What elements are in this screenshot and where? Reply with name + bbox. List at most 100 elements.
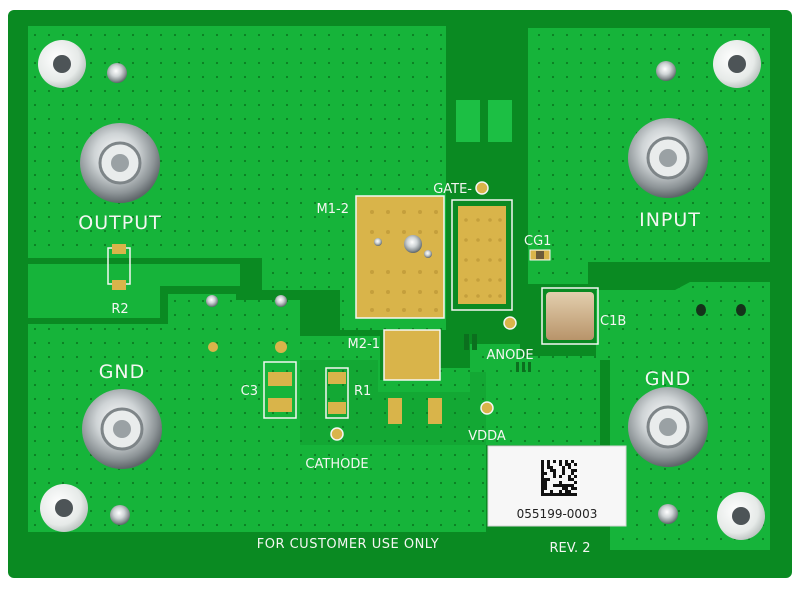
standoff-top-left [38, 40, 86, 88]
label-footer: FOR CUSTOMER USE ONLY [257, 537, 440, 552]
cg1-capacitor [529, 249, 551, 261]
datamatrix-cell [544, 472, 547, 475]
label-vdda: VDDA [468, 429, 506, 444]
m2-lower-pads [388, 398, 442, 424]
datamatrix-cell [568, 475, 571, 478]
gate-feed-split [480, 100, 488, 142]
datamatrix-cell [565, 484, 568, 487]
datamatrix-cell [541, 463, 544, 466]
c1b-capacitor [541, 287, 599, 345]
standoff-bottom-left [40, 484, 88, 532]
datamatrix-cell [544, 487, 547, 490]
datamatrix-cell [574, 481, 577, 484]
datamatrix-cell [544, 481, 547, 484]
datamatrix-cell [574, 487, 577, 490]
label-r2: R2 [111, 302, 128, 317]
datamatrix-cell [574, 469, 577, 472]
label-c3: C3 [241, 384, 258, 399]
anode-pads [464, 334, 531, 372]
datamatrix-cell [562, 466, 565, 469]
datamatrix-cell [574, 463, 577, 466]
serial-label: 055199-0003 [487, 445, 627, 527]
datamatrix-cell [562, 469, 565, 472]
input-connector [628, 118, 708, 198]
c3-footprint [263, 361, 297, 419]
label-input: INPUT [639, 209, 701, 231]
datamatrix-cell [571, 472, 574, 475]
anode-test-point [503, 316, 517, 330]
datamatrix-code [541, 460, 577, 496]
datamatrix-cell [559, 484, 562, 487]
datamatrix-cell [553, 472, 556, 475]
label-c1b: C1B [600, 314, 626, 329]
datamatrix-cell [559, 460, 562, 463]
datamatrix-cell [565, 460, 568, 463]
datamatrix-cell [541, 472, 544, 475]
datamatrix-cell [559, 463, 562, 466]
datamatrix-cell [565, 493, 568, 496]
test-points [206, 181, 517, 441]
datamatrix-cell [568, 466, 571, 469]
gnd-right-connector [628, 387, 708, 467]
connector-nuts [80, 118, 708, 469]
datamatrix-cell [547, 460, 550, 463]
datamatrix-cell [541, 469, 544, 472]
datamatrix-cell [550, 493, 553, 496]
datamatrix-cell [574, 493, 577, 496]
datamatrix-cell [562, 484, 565, 487]
datamatrix-cell [547, 466, 550, 469]
datamatrix-cell [562, 493, 565, 496]
screw-top-left [107, 63, 127, 83]
datamatrix-cell [541, 481, 544, 484]
vdda-test-point [480, 401, 494, 415]
datamatrix-cell [571, 487, 574, 490]
screw-bottom-left [110, 505, 130, 525]
standoff-top-right [713, 40, 761, 88]
datamatrix-cell [541, 484, 544, 487]
label-cg1: CG1 [524, 234, 551, 249]
datamatrix-cell [547, 493, 550, 496]
label-m2-1: M2-1 [348, 337, 380, 352]
silkscreen-labels: OUTPUT INPUT GND GND R2 M1-2 GATE- CG1 C… [78, 182, 701, 556]
datamatrix-cell [559, 490, 562, 493]
datamatrix-cell [541, 466, 544, 469]
datamatrix-cell [571, 460, 574, 463]
datamatrix-cell [544, 478, 547, 481]
label-r1: R1 [354, 384, 371, 399]
datamatrix-cell [559, 475, 562, 478]
right-mount-holes [696, 304, 746, 316]
small-screws [107, 61, 678, 525]
label-cathode: CATHODE [305, 457, 368, 472]
datamatrix-cell [544, 484, 547, 487]
cathode-test-point [330, 427, 344, 441]
datamatrix-cell [541, 490, 544, 493]
datamatrix-cell [550, 469, 553, 472]
datamatrix-cell [553, 493, 556, 496]
datamatrix-cell [541, 487, 544, 490]
datamatrix-cell [547, 463, 550, 466]
left-pad-1 [208, 342, 218, 352]
datamatrix-cell [541, 475, 544, 478]
label-gnd-right: GND [645, 368, 692, 390]
datamatrix-cell [556, 484, 559, 487]
datamatrix-cell [553, 484, 556, 487]
datamatrix-cell [541, 493, 544, 496]
datamatrix-cell [568, 478, 571, 481]
datamatrix-cell [541, 460, 544, 463]
screw-bottom-right [658, 504, 678, 524]
r2-pour [28, 264, 240, 318]
m1-2-transistor [355, 195, 445, 319]
datamatrix-cell [571, 484, 574, 487]
datamatrix-cell [568, 493, 571, 496]
r2-footprint [107, 244, 131, 290]
datamatrix-cell [571, 478, 574, 481]
label-output: OUTPUT [78, 212, 161, 234]
label-rev: REV. 2 [550, 541, 591, 556]
datamatrix-cell [556, 493, 559, 496]
label-anode: ANODE [486, 348, 533, 363]
datamatrix-cell [562, 472, 565, 475]
datamatrix-cell [574, 475, 577, 478]
datamatrix-cell [568, 490, 571, 493]
gnd-left-connector [82, 389, 162, 469]
datamatrix-cell [565, 490, 568, 493]
